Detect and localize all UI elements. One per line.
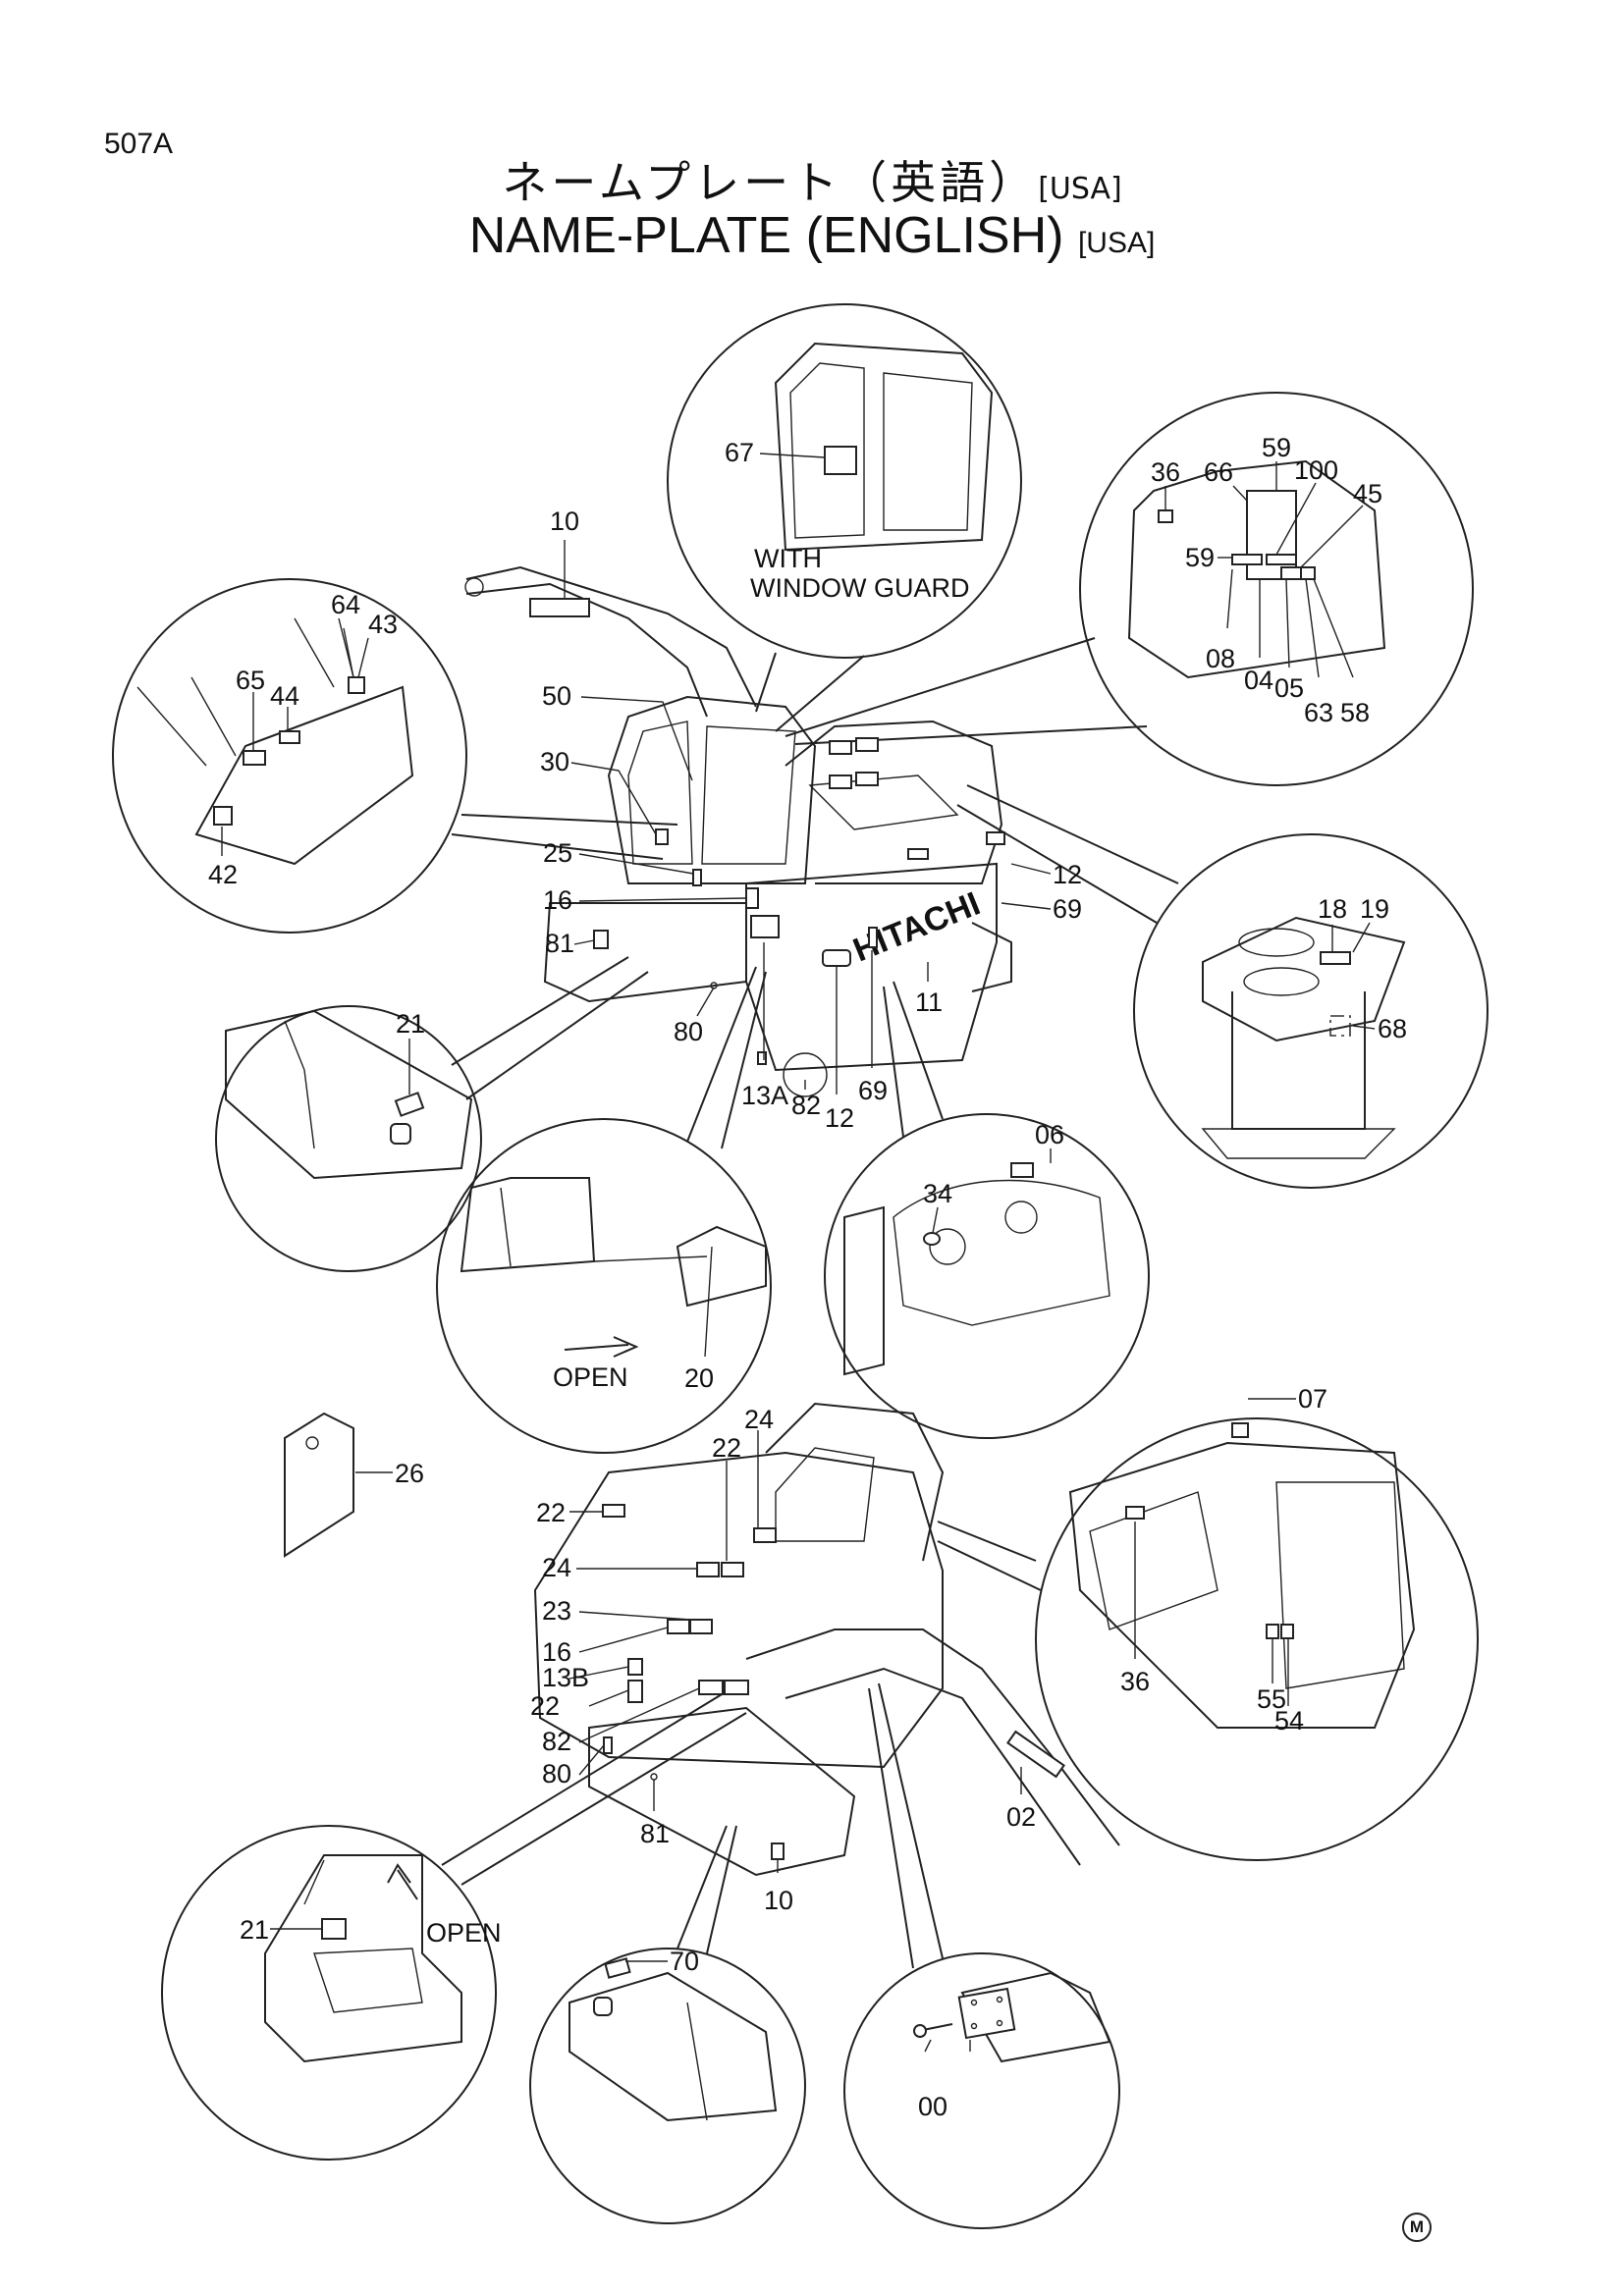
detail-circle-toolbox	[161, 1825, 497, 2161]
detail-engine	[843, 1162, 1110, 1376]
callout-label: 19	[1360, 894, 1389, 924]
callout-label: 22	[530, 1691, 560, 1721]
detail-toolbox	[264, 1854, 462, 2063]
detail-monitor-panel	[1127, 459, 1386, 679]
detail-cab-window	[774, 342, 994, 552]
callout-label: 36	[1151, 457, 1180, 487]
callout-label: 80	[542, 1759, 571, 1789]
callout-label: 13A	[741, 1081, 788, 1110]
detail-fuel-tank	[1201, 916, 1406, 1159]
detail-circle-battery	[436, 1118, 772, 1454]
detail-serial-plate	[913, 1971, 1111, 2063]
detail-circle-cab-interior	[1035, 1417, 1479, 1861]
callout-label: 34	[923, 1179, 952, 1208]
detail-cab-interior	[1068, 1422, 1416, 1729]
callout-label: 16	[543, 885, 572, 915]
title-english-text: NAME-PLATE (ENGLISH)	[468, 207, 1064, 264]
callout-label: 69	[1053, 894, 1082, 924]
callout-label: 58	[1340, 698, 1370, 727]
callout-label: 21	[240, 1915, 269, 1945]
excavator-upper-view: HITACHI	[464, 565, 1012, 1097]
callout-label: 66	[1204, 457, 1233, 487]
callout-label: 63	[1304, 698, 1333, 727]
manufacturer-mark: M	[1402, 2213, 1432, 2242]
callout-label: 22	[712, 1433, 741, 1463]
title-japanese: ネームプレート（英語）[USA]	[0, 147, 1624, 212]
circle-leaders	[441, 637, 1179, 1969]
callout-label: 64	[331, 590, 360, 619]
detail-circle-frame-lower	[529, 1948, 806, 2224]
region-tag-jp: [USA]	[1038, 172, 1122, 206]
excavator-lower-view	[533, 1402, 1120, 1877]
detail-frame-upper	[225, 1009, 473, 1180]
callout-label: 12	[1053, 860, 1082, 889]
callout-label: 06	[1035, 1120, 1064, 1149]
callout-label: 44	[270, 681, 299, 711]
callout-label: 07	[1298, 1384, 1327, 1414]
callout-label: 12	[825, 1103, 854, 1133]
callout-label: 18	[1318, 894, 1347, 924]
note-window-guard: WINDOW GUARD	[750, 573, 969, 603]
page-code: 507A	[104, 128, 174, 160]
callout-label: 45	[1353, 479, 1382, 508]
callout-label: 59	[1262, 433, 1291, 462]
callout-label: 81	[545, 929, 574, 958]
detail-circle-serial-plate	[843, 1952, 1120, 2229]
callout-label: 25	[543, 838, 572, 868]
callout-label: 67	[725, 438, 754, 467]
region-tag-en: [USA]	[1077, 227, 1156, 259]
callout-labels: 67 10 64 43 65 44 42 50 30 25 16 81 80 1…	[208, 433, 1407, 2121]
detail-circle-cab-window	[667, 303, 1022, 659]
callout-label: 22	[536, 1498, 566, 1527]
callout-label: 24	[542, 1553, 571, 1582]
callout-label: 16	[542, 1637, 571, 1667]
callout-label: 23	[542, 1596, 571, 1626]
callout-label: 26	[395, 1459, 424, 1488]
callout-label: 69	[858, 1076, 888, 1105]
callout-label: 05	[1274, 673, 1304, 703]
callout-label: 30	[540, 747, 569, 776]
note-open-battery: OPEN	[553, 1362, 628, 1392]
detail-circle-monitor-panel	[1079, 392, 1474, 786]
callout-label: 13B	[542, 1663, 589, 1692]
callout-label: 50	[542, 681, 571, 711]
callout-label: 24	[744, 1405, 774, 1434]
callout-label: 10	[550, 507, 579, 536]
detail-battery	[460, 1177, 767, 1358]
callout-label: 21	[396, 1009, 425, 1039]
title-english: NAME-PLATE (ENGLISH) [USA]	[0, 206, 1624, 265]
callout-label: 59	[1185, 543, 1215, 572]
detail-circle-control-levers	[112, 578, 467, 934]
callout-label: 43	[368, 610, 398, 639]
callout-label: 81	[640, 1819, 670, 1848]
callout-label: 100	[1294, 455, 1338, 485]
callout-label: 02	[1006, 1802, 1036, 1832]
callout-label: 54	[1274, 1706, 1304, 1735]
callout-label: 10	[764, 1886, 793, 1915]
callout-label: 82	[791, 1091, 821, 1120]
callout-label: 36	[1120, 1667, 1150, 1696]
detail-control-levers	[136, 617, 414, 866]
tag-part-26	[284, 1412, 354, 1558]
callout-label: 65	[236, 666, 265, 695]
callout-label: 80	[674, 1017, 703, 1046]
note-with: WITH	[754, 544, 822, 573]
detail-circle-frame-upper	[215, 1005, 482, 1272]
callout-label: 04	[1244, 666, 1273, 695]
callout-label: 55	[1257, 1684, 1286, 1714]
callout-label: 20	[684, 1363, 714, 1393]
detail-circle-engine	[824, 1113, 1150, 1439]
detail-circle-fuel-tank	[1133, 833, 1489, 1189]
callout-label: 00	[918, 2092, 947, 2121]
title-japanese-text: ネームプレート（英語）	[502, 156, 1039, 209]
callout-label: 11	[915, 988, 943, 1017]
note-open-toolbox: OPEN	[426, 1918, 502, 1948]
callout-label: 08	[1206, 644, 1235, 673]
detail-frame-lower	[568, 1957, 778, 2122]
callout-label: 42	[208, 860, 238, 889]
callout-label: 70	[670, 1947, 699, 1976]
callout-label: 82	[542, 1727, 571, 1756]
callout-label: 68	[1378, 1014, 1407, 1043]
